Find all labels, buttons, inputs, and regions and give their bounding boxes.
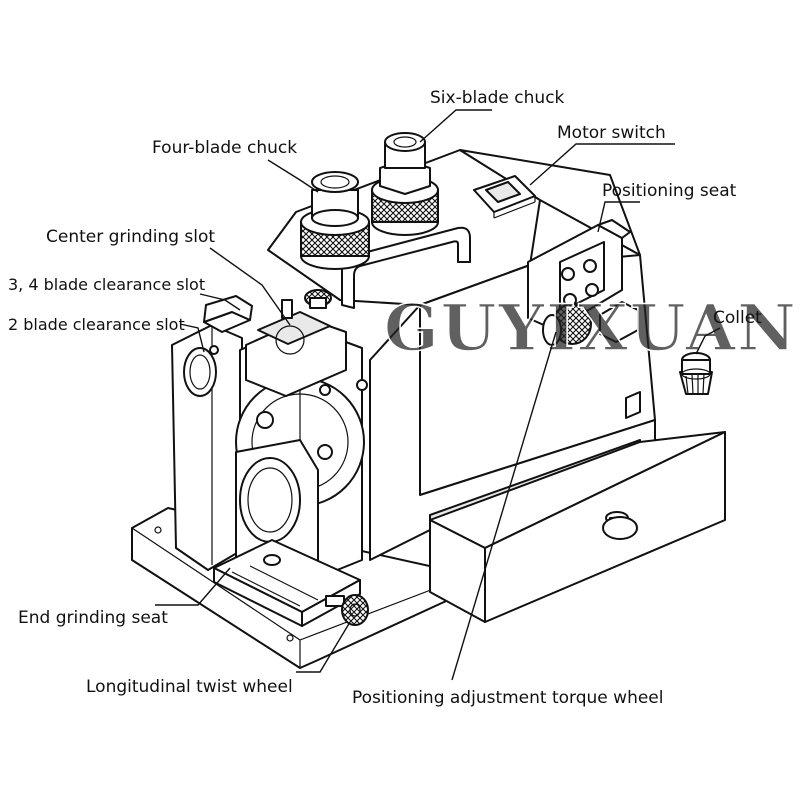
label-positioning-adjustment-torque-wheel: Positioning adjustment torque wheel <box>352 688 663 708</box>
longitudinal-twist-wheel <box>325 594 369 626</box>
positioning-adjustment-torque-wheel <box>542 303 592 346</box>
leader-positioning-adjustment-torque-wheel <box>451 331 557 681</box>
watermark: GUYIXUAN <box>384 291 798 366</box>
lower-housing <box>369 304 656 561</box>
leader-four-blade-chuck <box>267 159 319 193</box>
six-blade-chuck <box>371 132 439 236</box>
leader-clearance-slot-2 <box>179 323 205 353</box>
drawer <box>429 431 726 623</box>
four-blade-chuck <box>300 171 370 270</box>
label-four-blade-chuck: Four-blade chuck <box>152 138 297 158</box>
end-grinding-seat <box>213 439 361 627</box>
grinder-machine: GUYIXUAN <box>131 132 798 669</box>
leader-end-grinding-seat <box>155 567 231 606</box>
label-center-grinding-slot: Center grinding slot <box>46 227 215 247</box>
label-positioning-seat: Positioning seat <box>602 181 737 201</box>
label-end-grinding-seat: End grinding seat <box>18 608 168 628</box>
leader-collet <box>695 327 721 355</box>
motor-switch <box>473 175 536 219</box>
label-longitudinal-twist-wheel: Longitudinal twist wheel <box>86 677 293 697</box>
leader-positioning-seat <box>597 201 640 233</box>
callout-labels: Six-blade chuck Four-blade chuck Motor s… <box>8 88 762 708</box>
label-clearance-slot-2: 2 blade clearance slot <box>8 315 185 334</box>
label-collet: Collet <box>713 308 762 328</box>
leader-motor-switch <box>529 143 675 186</box>
leader-lines <box>155 109 721 681</box>
clearance-slot-pillar <box>171 295 253 571</box>
positioning-seat <box>527 219 639 343</box>
leader-six-blade-chuck <box>419 109 492 143</box>
label-six-blade-chuck: Six-blade chuck <box>430 88 565 108</box>
label-motor-switch: Motor switch <box>557 123 666 143</box>
leader-clearance-slot-34 <box>199 293 241 311</box>
collet <box>679 352 713 395</box>
leader-center-grinding-slot <box>209 247 291 326</box>
leader-longitudinal-twist-wheel <box>296 621 351 673</box>
label-clearance-slot-34: 3, 4 blade clearance slot <box>8 275 205 294</box>
